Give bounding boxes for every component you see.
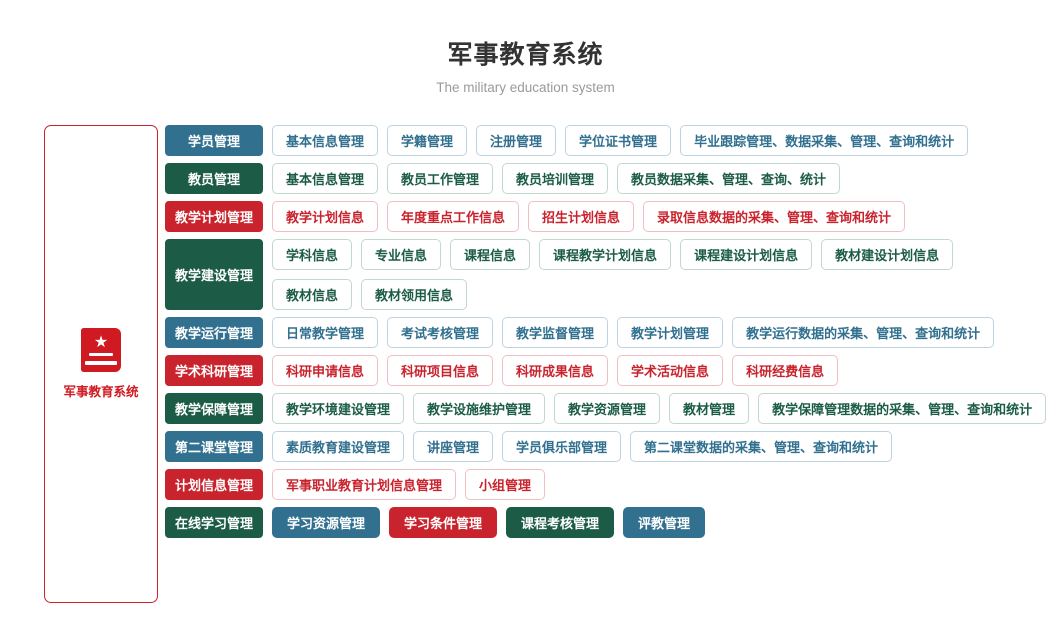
submodule-node[interactable]: 日常教学管理	[272, 317, 379, 348]
submodule-node[interactable]: 教材信息	[272, 279, 353, 310]
submodule-node[interactable]: 小组管理	[465, 469, 546, 500]
tree-row: 学员管理基本信息管理学籍管理注册管理学位证书管理毕业跟踪管理、数据采集、管理、查…	[165, 125, 1051, 156]
submodule-line: 教材信息教材领用信息	[272, 279, 1051, 310]
submodule-node[interactable]: 注册管理	[476, 125, 557, 156]
submodule-group: 军事职业教育计划信息管理小组管理	[272, 469, 1051, 500]
tree-row: 计划信息管理军事职业教育计划信息管理小组管理	[165, 469, 1051, 500]
submodule-node[interactable]: 学科信息	[272, 239, 353, 270]
submodule-node[interactable]: 课程教学计划信息	[539, 239, 672, 270]
submodule-node[interactable]: 毕业跟踪管理、数据采集、管理、查询和统计	[680, 125, 969, 156]
submodule-node[interactable]: 课程考核管理	[506, 507, 615, 538]
submodule-node[interactable]: 讲座管理	[413, 431, 494, 462]
submodule-node[interactable]: 教学资源管理	[554, 393, 661, 424]
submodule-line: 教学计划信息年度重点工作信息招生计划信息录取信息数据的采集、管理、查询和统计	[272, 201, 1051, 232]
submodule-line: 基本信息管理学籍管理注册管理学位证书管理毕业跟踪管理、数据采集、管理、查询和统计	[272, 125, 1051, 156]
submodule-node[interactable]: 军事职业教育计划信息管理	[272, 469, 457, 500]
module-node[interactable]: 教学保障管理	[165, 393, 263, 424]
module-node[interactable]: 在线学习管理	[165, 507, 263, 538]
submodule-node[interactable]: 教材领用信息	[361, 279, 468, 310]
submodule-line: 学习资源管理学习条件管理课程考核管理评教管理	[272, 507, 1051, 538]
module-node[interactable]: 学术科研管理	[165, 355, 263, 386]
submodule-node[interactable]: 教材建设计划信息	[821, 239, 954, 270]
submodule-node[interactable]: 教学监督管理	[502, 317, 609, 348]
submodule-node[interactable]: 教员工作管理	[387, 163, 494, 194]
module-node[interactable]: 教员管理	[165, 163, 263, 194]
submodule-line: 学科信息专业信息课程信息课程教学计划信息课程建设计划信息教材建设计划信息	[272, 239, 1051, 270]
submodule-node[interactable]: 招生计划信息	[528, 201, 635, 232]
submodule-group: 学习资源管理学习条件管理课程考核管理评教管理	[272, 507, 1051, 538]
submodule-node[interactable]: 教学计划管理	[617, 317, 724, 348]
submodule-node[interactable]: 课程建设计划信息	[680, 239, 813, 270]
tree-row: 在线学习管理学习资源管理学习条件管理课程考核管理评教管理	[165, 507, 1051, 538]
submodule-node[interactable]: 第二课堂数据的采集、管理、查询和统计	[630, 431, 893, 462]
submodule-node[interactable]: 教学运行数据的采集、管理、查询和统计	[732, 317, 995, 348]
submodule-node[interactable]: 评教管理	[623, 507, 706, 538]
tree-row: 教学建设管理学科信息专业信息课程信息课程教学计划信息课程建设计划信息教材建设计划…	[165, 239, 1051, 310]
submodule-node[interactable]: 教学计划信息	[272, 201, 379, 232]
submodule-node[interactable]: 专业信息	[361, 239, 442, 270]
submodule-node[interactable]: 教学环境建设管理	[272, 393, 405, 424]
submodule-node[interactable]: 科研经费信息	[732, 355, 839, 386]
submodule-node[interactable]: 素质教育建设管理	[272, 431, 405, 462]
module-node[interactable]: 教学建设管理	[165, 239, 263, 310]
submodule-line: 教学环境建设管理教学设施维护管理教学资源管理教材管理教学保障管理数据的采集、管理…	[272, 393, 1051, 424]
tree-row: 教学保障管理教学环境建设管理教学设施维护管理教学资源管理教材管理教学保障管理数据…	[165, 393, 1051, 424]
submodule-node[interactable]: 科研项目信息	[387, 355, 494, 386]
submodule-node[interactable]: 学术活动信息	[617, 355, 724, 386]
submodule-node[interactable]: 科研成果信息	[502, 355, 609, 386]
page-header: 军事教育系统 The military education system	[0, 0, 1051, 95]
submodule-line: 基本信息管理教员工作管理教员培训管理教员数据采集、管理、查询、统计	[272, 163, 1051, 194]
tree-row: 第二课堂管理素质教育建设管理讲座管理学员俱乐部管理第二课堂数据的采集、管理、查询…	[165, 431, 1051, 462]
root-node-label: 军事教育系统	[63, 385, 139, 399]
submodule-node[interactable]: 学习资源管理	[272, 507, 381, 538]
tree-row: 教学运行管理日常教学管理考试考核管理教学监督管理教学计划管理教学运行数据的采集、…	[165, 317, 1051, 348]
submodule-line: 日常教学管理考试考核管理教学监督管理教学计划管理教学运行数据的采集、管理、查询和…	[272, 317, 1051, 348]
module-node[interactable]: 教学计划管理	[165, 201, 263, 232]
tree-row: 教学计划管理教学计划信息年度重点工作信息招生计划信息录取信息数据的采集、管理、查…	[165, 201, 1051, 232]
submodule-group: 教学环境建设管理教学设施维护管理教学资源管理教材管理教学保障管理数据的采集、管理…	[272, 393, 1051, 424]
submodule-node[interactable]: 基本信息管理	[272, 163, 379, 194]
submodule-group: 教学计划信息年度重点工作信息招生计划信息录取信息数据的采集、管理、查询和统计	[272, 201, 1051, 232]
submodule-line: 科研申请信息科研项目信息科研成果信息学术活动信息科研经费信息	[272, 355, 1051, 386]
submodule-node[interactable]: 科研申请信息	[272, 355, 379, 386]
submodule-line: 军事职业教育计划信息管理小组管理	[272, 469, 1051, 500]
module-node[interactable]: 教学运行管理	[165, 317, 263, 348]
submodule-group: 学科信息专业信息课程信息课程教学计划信息课程建设计划信息教材建设计划信息教材信息…	[272, 239, 1051, 310]
submodule-node[interactable]: 教员数据采集、管理、查询、统计	[617, 163, 841, 194]
submodule-node[interactable]: 课程信息	[450, 239, 531, 270]
submodule-node[interactable]: 教材管理	[669, 393, 750, 424]
module-node[interactable]: 学员管理	[165, 125, 263, 156]
submodule-node[interactable]: 录取信息数据的采集、管理、查询和统计	[643, 201, 906, 232]
submodule-line: 素质教育建设管理讲座管理学员俱乐部管理第二课堂数据的采集、管理、查询和统计	[272, 431, 1051, 462]
submodule-node[interactable]: 学习条件管理	[389, 507, 498, 538]
submodule-node[interactable]: 基本信息管理	[272, 125, 379, 156]
submodule-node[interactable]: 教学保障管理数据的采集、管理、查询和统计	[758, 393, 1047, 424]
root-node-panel[interactable]: ★ 军事教育系统	[44, 125, 158, 603]
page-title: 军事教育系统	[447, 41, 604, 69]
submodule-group: 基本信息管理学籍管理注册管理学位证书管理毕业跟踪管理、数据采集、管理、查询和统计	[272, 125, 1051, 156]
submodule-node[interactable]: 年度重点工作信息	[387, 201, 520, 232]
book-star-icon: ★	[81, 328, 121, 372]
submodule-group: 科研申请信息科研项目信息科研成果信息学术活动信息科研经费信息	[272, 355, 1051, 386]
submodule-node[interactable]: 学籍管理	[387, 125, 468, 156]
tree-row: 学术科研管理科研申请信息科研项目信息科研成果信息学术活动信息科研经费信息	[165, 355, 1051, 386]
module-node[interactable]: 第二课堂管理	[165, 431, 263, 462]
diagram-body: ★ 军事教育系统 学员管理基本信息管理学籍管理注册管理学位证书管理毕业跟踪管理、…	[0, 125, 1051, 603]
submodule-group: 素质教育建设管理讲座管理学员俱乐部管理第二课堂数据的采集、管理、查询和统计	[272, 431, 1051, 462]
page-subtitle: The military education system	[436, 80, 615, 96]
tree-row: 教员管理基本信息管理教员工作管理教员培训管理教员数据采集、管理、查询、统计	[165, 163, 1051, 194]
submodule-group: 日常教学管理考试考核管理教学监督管理教学计划管理教学运行数据的采集、管理、查询和…	[272, 317, 1051, 348]
submodule-node[interactable]: 教学设施维护管理	[413, 393, 546, 424]
module-node[interactable]: 计划信息管理	[165, 469, 263, 500]
submodule-group: 基本信息管理教员工作管理教员培训管理教员数据采集、管理、查询、统计	[272, 163, 1051, 194]
submodule-node[interactable]: 学位证书管理	[565, 125, 672, 156]
submodule-node[interactable]: 教员培训管理	[502, 163, 609, 194]
submodule-node[interactable]: 学员俱乐部管理	[502, 431, 622, 462]
module-tree: 学员管理基本信息管理学籍管理注册管理学位证书管理毕业跟踪管理、数据采集、管理、查…	[165, 125, 1051, 538]
submodule-node[interactable]: 考试考核管理	[387, 317, 494, 348]
